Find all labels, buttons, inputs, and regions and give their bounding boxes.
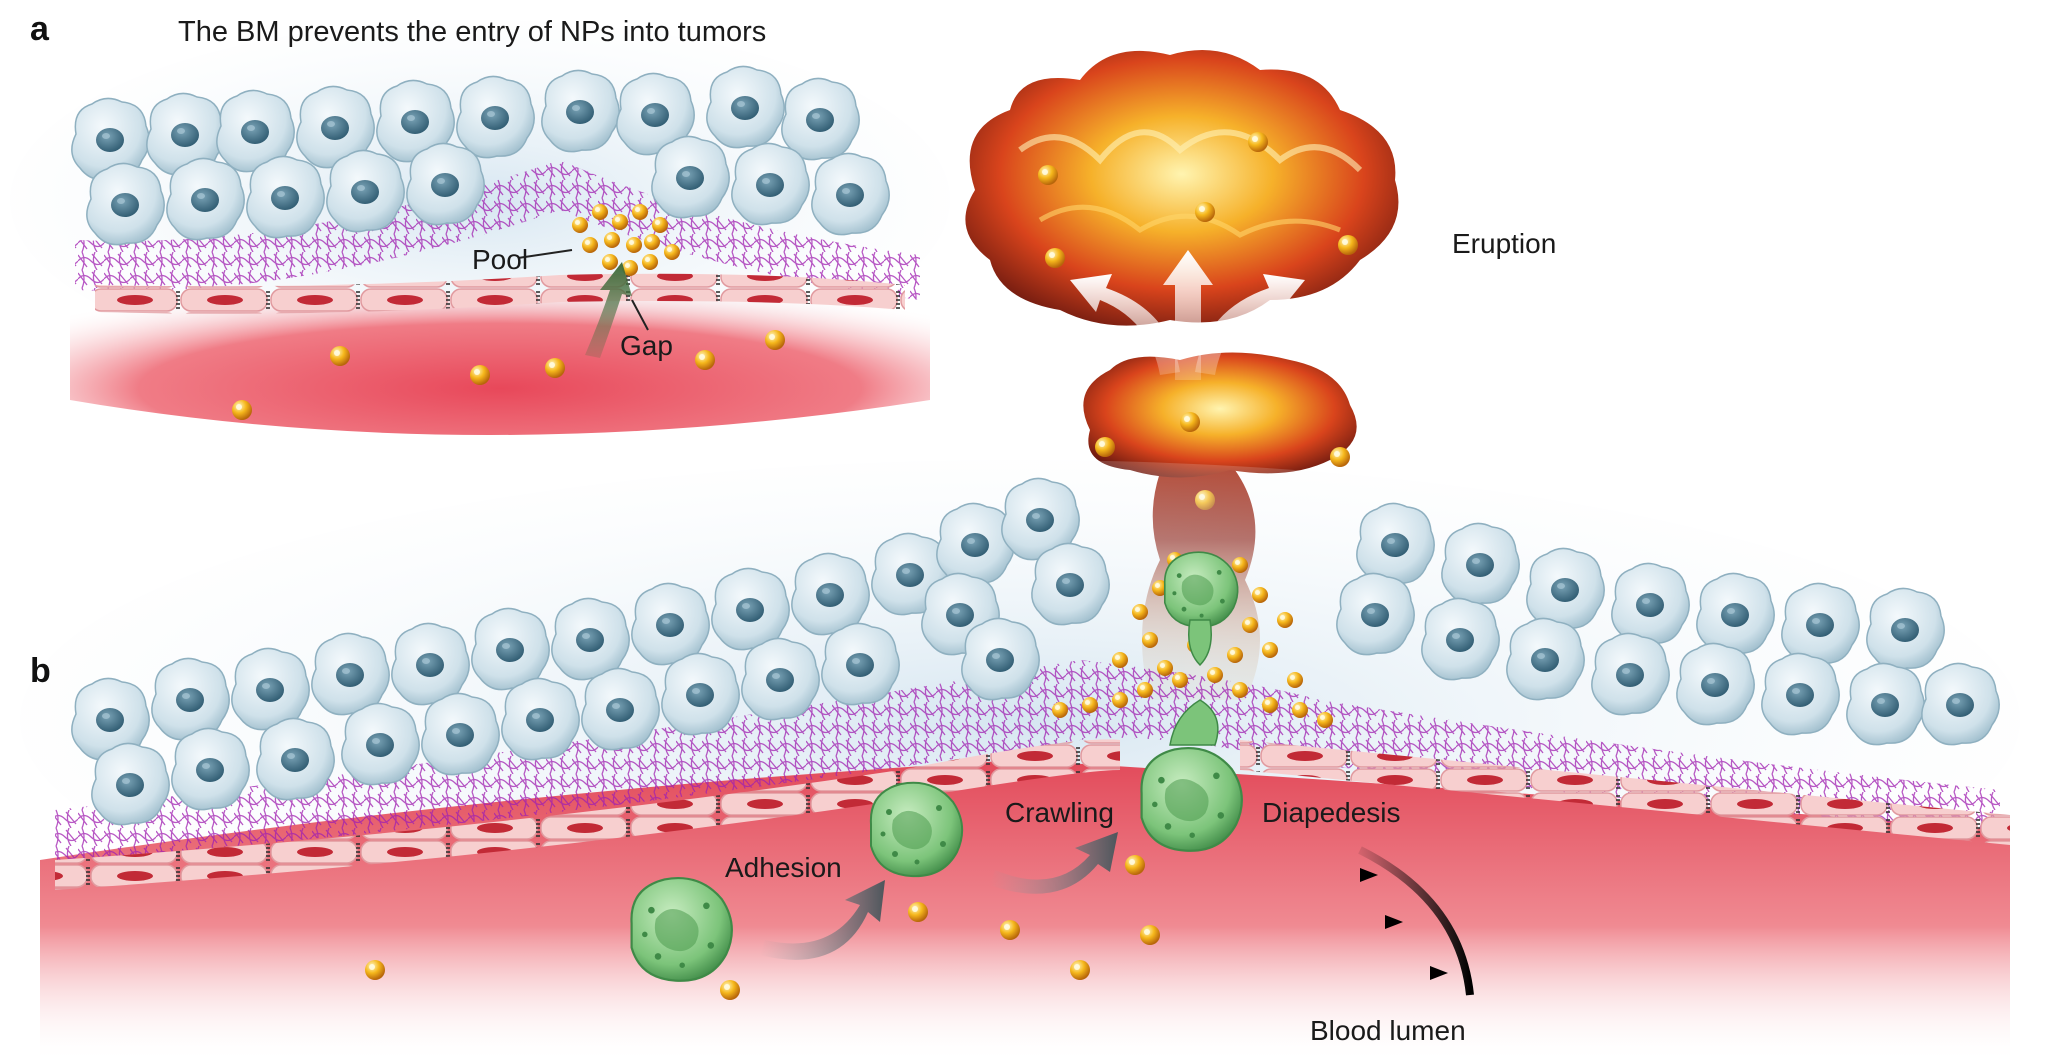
panel-a-basement-membrane [75, 160, 920, 300]
panel-b-endothelium-left [55, 739, 1120, 890]
migration-arrows [760, 832, 1118, 960]
panel-a-title: The BM prevents the entry of NPs into tu… [178, 16, 767, 48]
crawling-to-diapedesis-arrow [990, 832, 1118, 894]
eruption-arrows [1070, 250, 1305, 380]
pool-leader-line [517, 249, 573, 259]
panel-b-endothelium-right [1240, 740, 2010, 845]
neutrophil-crawling [869, 781, 964, 878]
panel-b-basement-membrane [55, 660, 2000, 860]
adhesion-label: Adhesion [725, 852, 842, 883]
panel-a-blood-vessel [70, 280, 930, 435]
panel-b-letter: b [30, 652, 51, 690]
neutrophil-adhesion [630, 876, 733, 982]
panel-a-illustration [10, 20, 950, 435]
blood-flow-indicator [1290, 846, 1474, 996]
eruption-middle-cloud [1083, 352, 1357, 478]
pool-label: Pool [472, 244, 529, 275]
adhesion-to-crawling-arrow [760, 880, 885, 960]
panel-a-letter: a [30, 10, 49, 48]
neutrophil-in-tumor [1163, 551, 1239, 667]
eruption-mushroom-cloud [965, 50, 1399, 326]
panel-a-endothelium [95, 273, 905, 314]
eruption-label: Eruption [1452, 228, 1557, 259]
blood-flow-front [1358, 846, 1474, 996]
neutrophil-diapedesis [1140, 699, 1243, 852]
blood-lumen-label: Blood lumen [1310, 1015, 1466, 1046]
crawling-label: Crawling [1005, 797, 1114, 828]
gap-entry-arrow [585, 262, 632, 358]
eruption-illustration [965, 50, 1399, 700]
blood-flow-arrows [1290, 868, 1448, 980]
panel-b-illustration [20, 460, 2020, 1062]
gap-label: Gap [620, 330, 673, 361]
diapedesis-label: Diapedesis [1262, 797, 1401, 828]
gap-leader-line [631, 299, 649, 331]
